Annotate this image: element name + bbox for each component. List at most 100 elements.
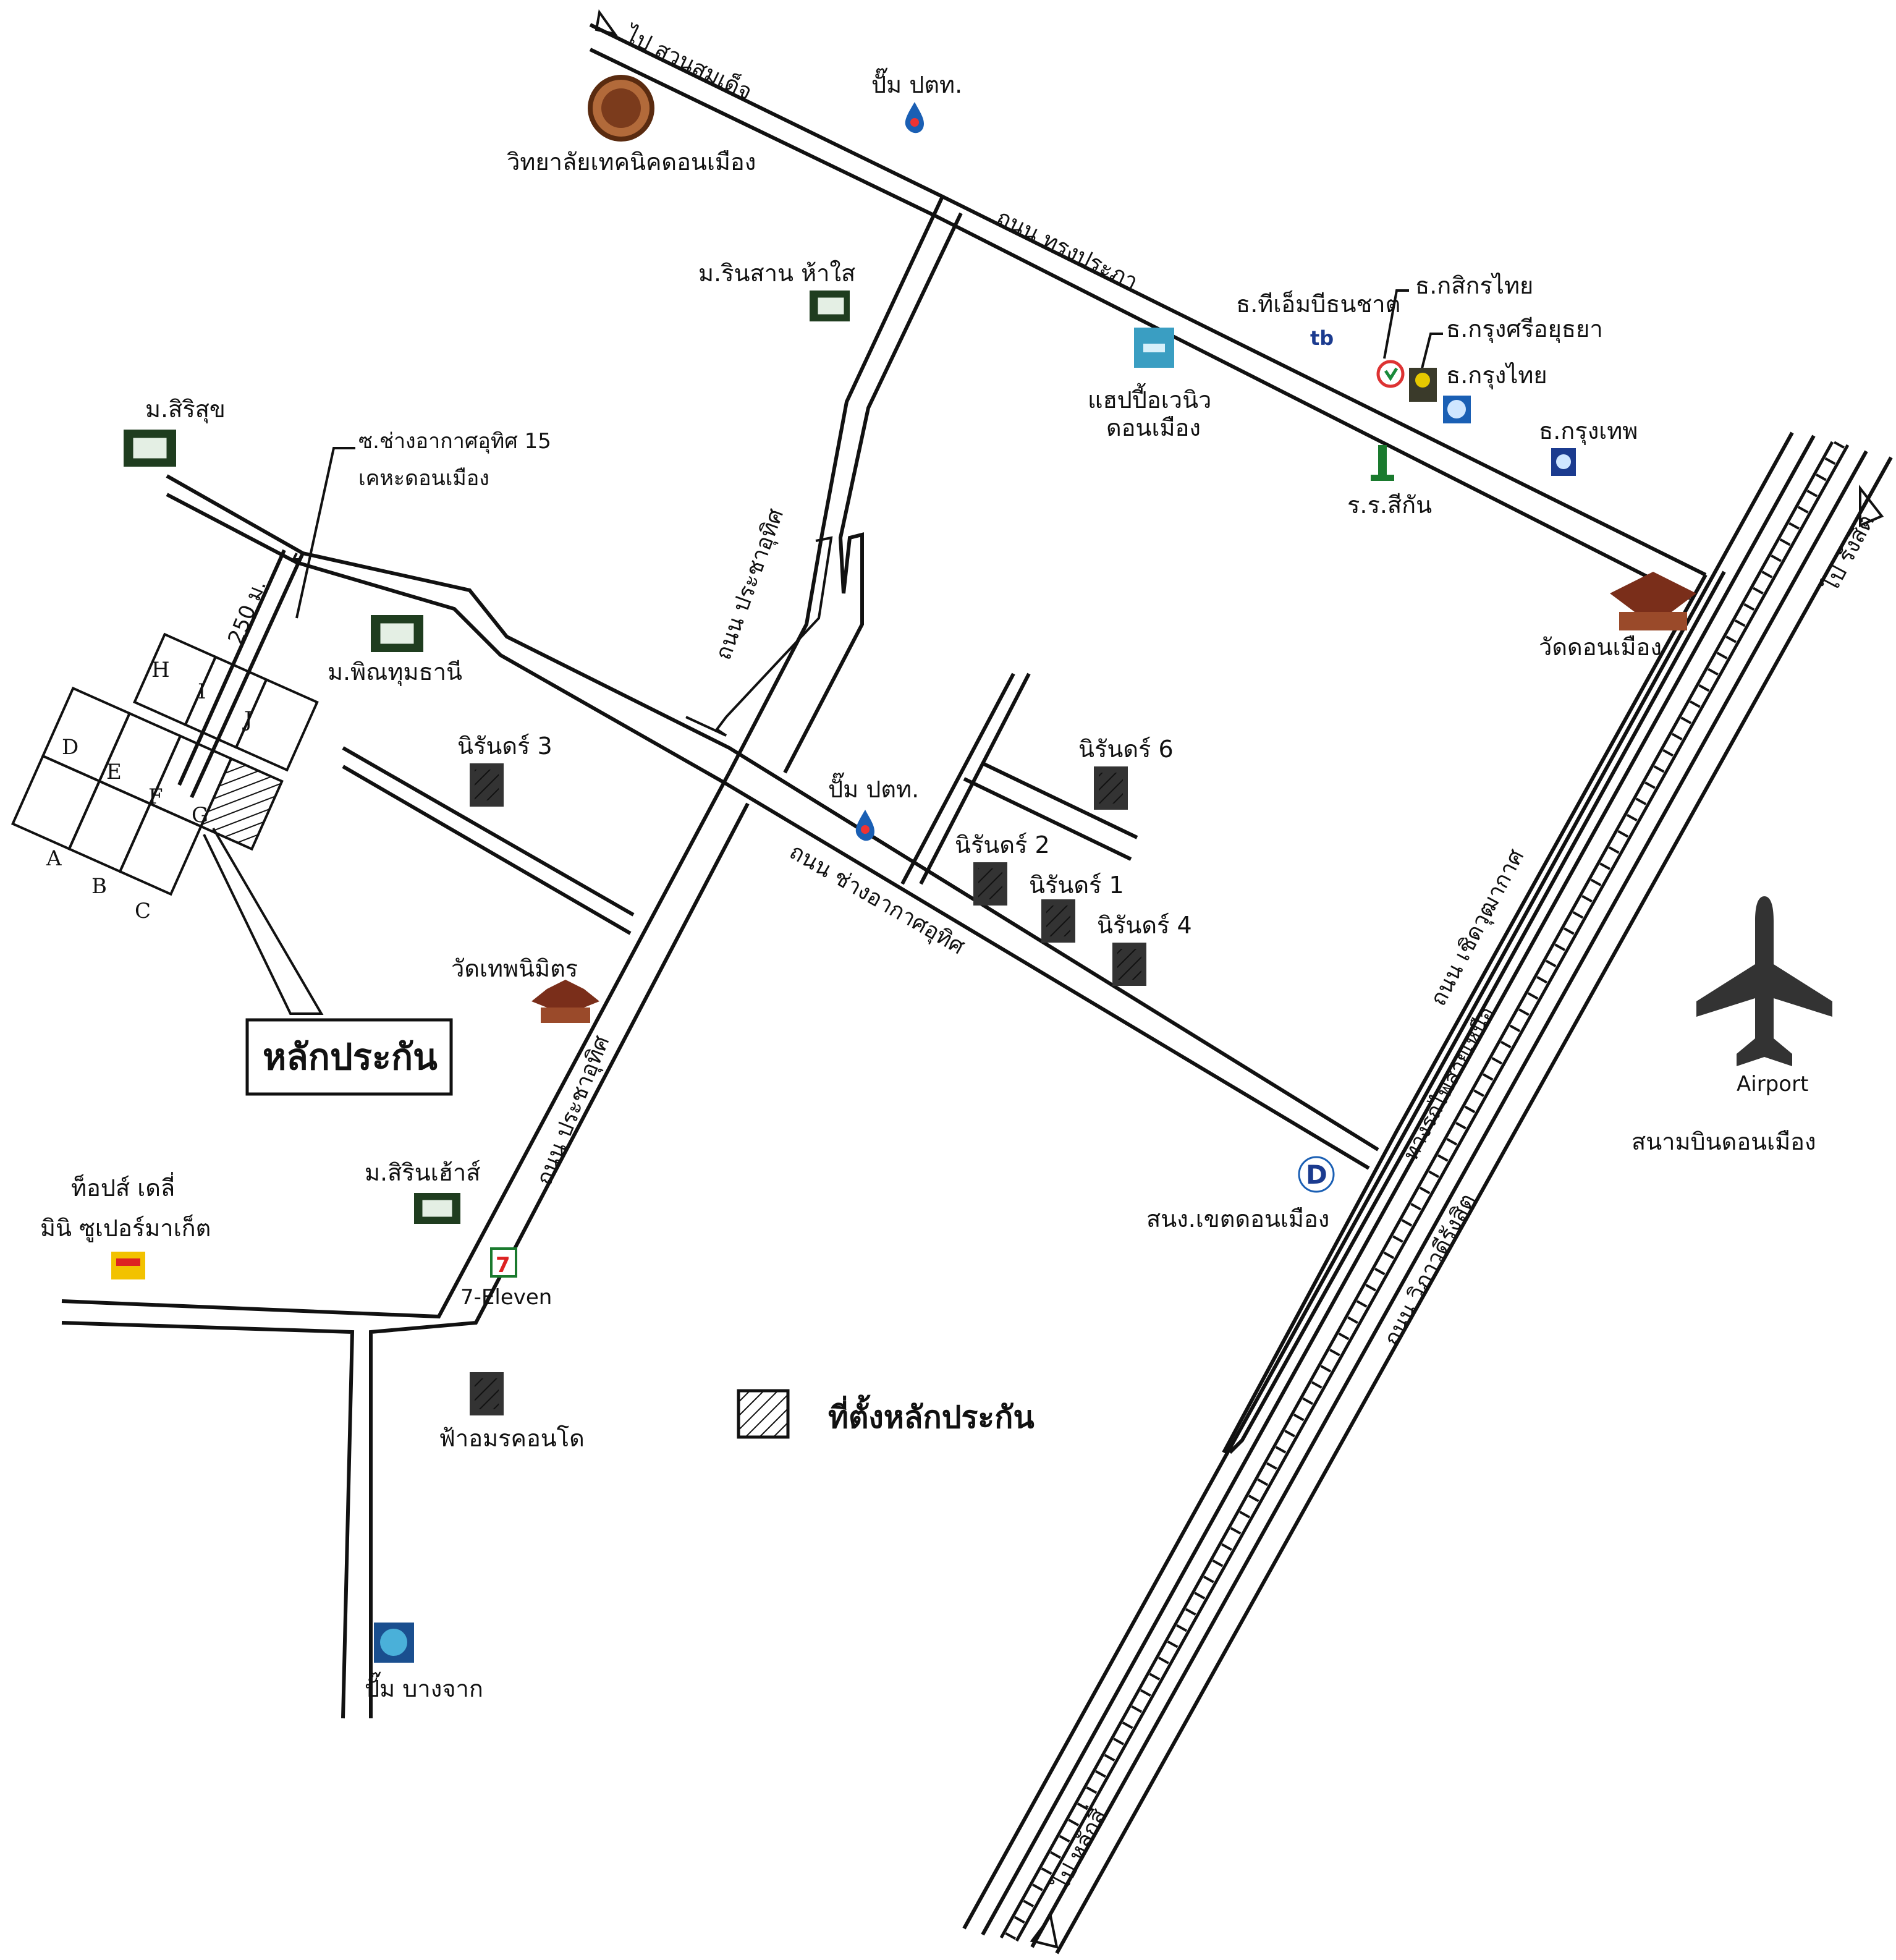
choet-wutthakat-road [1222,571,1726,1454]
label-tops-1: ท็อปส์ เดลี่ [71,1172,175,1202]
svg-text:tb: tb [1310,326,1334,350]
bangchak-icon [374,1623,414,1663]
label-happy-avenue-2: ดอนเมือง [1106,414,1201,441]
plot-j: J [242,707,253,732]
plot-g: G [192,803,208,828]
road-label-chang-akat-uthit: ถนน ช่างอากาศอุทิศ [785,839,969,960]
condo-building-icon [1112,943,1146,986]
label-siri-house: ม.สิรินเฮ้าส์ [365,1159,480,1186]
plot-f: F [148,784,163,809]
svg-text:7: 7 [496,1253,510,1278]
soi-label-line2: เคหะดอนเมือง [358,466,489,491]
plot-e: E [106,760,122,784]
legend-hatch-swatch [737,1389,790,1439]
songprapa-road [589,23,1707,600]
label-ptt-top: ปั๊ม ปตท. [871,68,962,98]
label-nirun-3: นิรันดร์ 3 [457,732,552,760]
school-icon [1371,445,1394,481]
seven-eleven-icon: 7 [490,1247,517,1278]
label-wat-don-mueang: วัดดอนเมือง [1539,634,1662,661]
road-label-pracha-uthit-south: ถนน ประชาอุทิศ [531,1032,615,1189]
label-tib: ธ.ทีเอ็มบีธนชาต [1236,290,1400,318]
plot-i: I [198,679,206,704]
arrow-lak-si [1030,1913,1059,1949]
condo-building-icon [1094,766,1128,810]
legend-collateral-location: ที่ตั้งหลักประกัน [828,1394,1035,1435]
college-seal-icon [588,75,654,142]
label-wat-thep-nimit: วัดเทพนิมิตร [451,955,578,982]
road-label-vibhavadi: ถนน วิภาวดีรังสิต [1379,1189,1481,1350]
nirun-3-road [342,746,635,935]
distance-arrow [291,553,300,561]
svg-text:D: D [1306,1160,1327,1190]
plot-a: A [46,846,62,871]
road-label-to-lak-si: ไป หลักสี่ [1045,1803,1112,1896]
pracha-uthit-north-road [685,195,963,774]
kbank-logo-icon [1376,360,1405,388]
label-bangkok-bank: ธ.กรุงเทพ [1539,417,1638,445]
label-nirun-1: นิรันดร์ 1 [1029,872,1124,899]
chang-akat-uthit-road [166,474,1379,1170]
railway-line [999,441,1850,1943]
tmb-logo-icon: tb [1310,326,1344,350]
plot-grid [11,632,319,896]
krungsri-logo-icon [1409,368,1437,402]
label-school-sikan: ร.ร.สีกัน [1347,491,1432,519]
krungsri-leader-line [1420,333,1443,371]
label-kasikorn: ธ.กสิกรไทย [1415,272,1533,299]
collateral-callout-box [245,1018,453,1096]
plot-b: B [91,874,107,899]
label-bangchak: ปั๊ม บางจาก [365,1672,483,1702]
ktb-logo-icon [1443,396,1471,423]
nirun-side-roads [900,672,1138,885]
soi-chang-akat-15-road [177,549,305,799]
label-krungsri: ธ.กรุงศรีอยุธยา [1446,315,1603,343]
temple-icon [531,980,599,1023]
village-house-icon [810,291,850,321]
gas-drop-icon [905,102,924,134]
village-house-icon [371,615,423,652]
label-rinsan: ม.รินสาน ห้าใส [698,260,855,287]
plot-c: C [135,899,151,923]
airplane-icon [1696,896,1832,1066]
collateral-callout-label: หลักประกัน [263,1036,438,1078]
label-ptt-mid: ปั๊ม ปตท. [828,773,919,803]
label-seven-eleven: 7-Eleven [460,1285,552,1310]
label-siri-suk: ม.สิริสุข [145,396,226,423]
tops-logo-icon [111,1252,145,1279]
condo-building-icon [1041,899,1075,943]
vibhavadi-highway [962,431,1893,1954]
gas-drop-icon [855,810,874,841]
pracha-uthit-south-road [61,771,750,1719]
district-office-icon: D [1298,1156,1335,1193]
label-nirun-4: นิรันดร์ 4 [1097,912,1192,939]
label-fa-amorn: ฟ้าอมรคอนโด [439,1425,585,1452]
condo-building-icon [470,1372,504,1415]
label-krungthai: ธ.กรุงไทย [1446,362,1547,389]
label-airport-en: Airport [1737,1072,1808,1097]
plot-d: D [62,735,78,760]
plot-h: H [151,658,170,682]
bank-leader-lines [1383,289,1409,359]
arrow-rangsit [1859,485,1884,528]
label-tops-2: มินิ ซูเปอร์มาเก็ต [40,1214,211,1242]
mall-icon [1134,328,1174,368]
label-nirun-2: นิรันดร์ 2 [955,831,1050,859]
village-house-icon [414,1193,460,1224]
label-happy-avenue-1: แฮปปี้อเวนิว [1088,383,1211,414]
condo-building-icon [973,862,1007,906]
village-house-icon [124,430,176,467]
label-pathum-thani: ม.พิณทุมธานี [328,658,462,686]
bbl-logo-icon [1551,448,1576,476]
arrow-suan-somdet [595,9,618,36]
road-label-pracha-uthit-north: ถนน ประชาอุทิศ [711,506,789,664]
plot-g-collateral [199,757,284,851]
label-airport-th: สนามบินดอนเมือง [1631,1128,1816,1155]
label-college: วิทยาลัยเทคนิคดอนเมือง [507,148,756,176]
label-district-office: สนง.เขตดอนเมือง [1146,1205,1329,1232]
condo-building-icon [470,763,504,807]
temple-icon [1610,572,1696,630]
soi-leader-line [295,447,355,619]
collateral-callout-lines [203,827,324,1015]
